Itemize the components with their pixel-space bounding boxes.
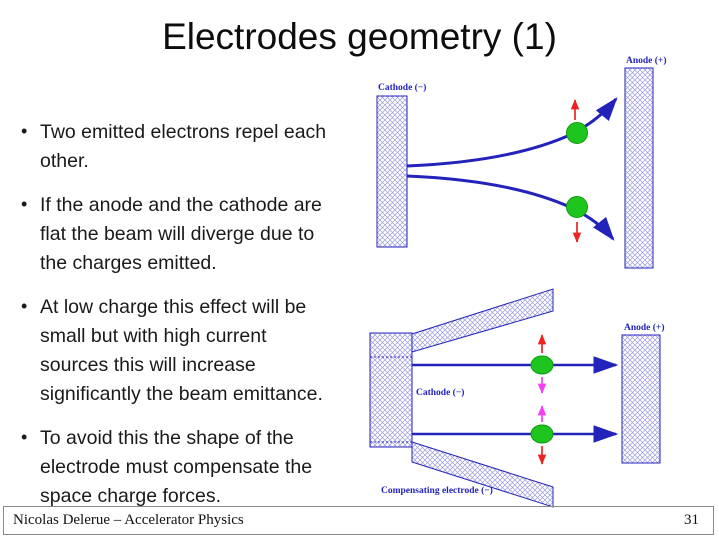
flat-electrodes-diagram: Cathode (−) Anode (+) — [376, 55, 667, 269]
slide-title: Electrodes geometry (1) — [162, 16, 557, 57]
beam-lower — [406, 174, 615, 241]
bullet-item: If the anode and the cathode are flat th… — [18, 190, 354, 278]
bullet-item: To avoid this the shape of the electrode… — [18, 423, 354, 511]
electron — [530, 424, 554, 444]
anode-label: Anode (+) — [626, 55, 667, 66]
cathode-electrode — [369, 332, 413, 448]
page-number: 31 — [684, 512, 699, 528]
bullet-item: At low charge this effect will be small … — [18, 292, 354, 409]
cathode-label: Cathode (−) — [416, 387, 464, 398]
footer-bar: Nicolas Delerue – Accelerator Physics 31 — [3, 506, 714, 535]
footer-author: Nicolas Delerue – Accelerator Physics — [13, 512, 244, 528]
cathode-electrode — [376, 95, 408, 248]
anode-electrode — [621, 334, 661, 464]
compensating-electrode-label: Compensating electrode (−) — [381, 485, 493, 496]
bullet-item: Two emitted electrons repel each other. — [18, 117, 354, 176]
cathode-label: Cathode (−) — [378, 82, 426, 93]
anode-electrode — [624, 67, 654, 269]
compensating-electrode-lower-arm — [411, 441, 554, 508]
compensating-electrode-upper-arm — [411, 288, 554, 353]
electron — [566, 122, 588, 144]
electron — [566, 196, 588, 218]
beam-upper — [406, 97, 618, 168]
electron — [530, 355, 554, 375]
compensating-electrodes-diagram: Anode (+) Cathode (−) Compensating elect… — [369, 288, 665, 508]
anode-label: Anode (+) — [624, 322, 665, 333]
bullet-list: Two emitted electrons repel each other. … — [18, 117, 354, 526]
